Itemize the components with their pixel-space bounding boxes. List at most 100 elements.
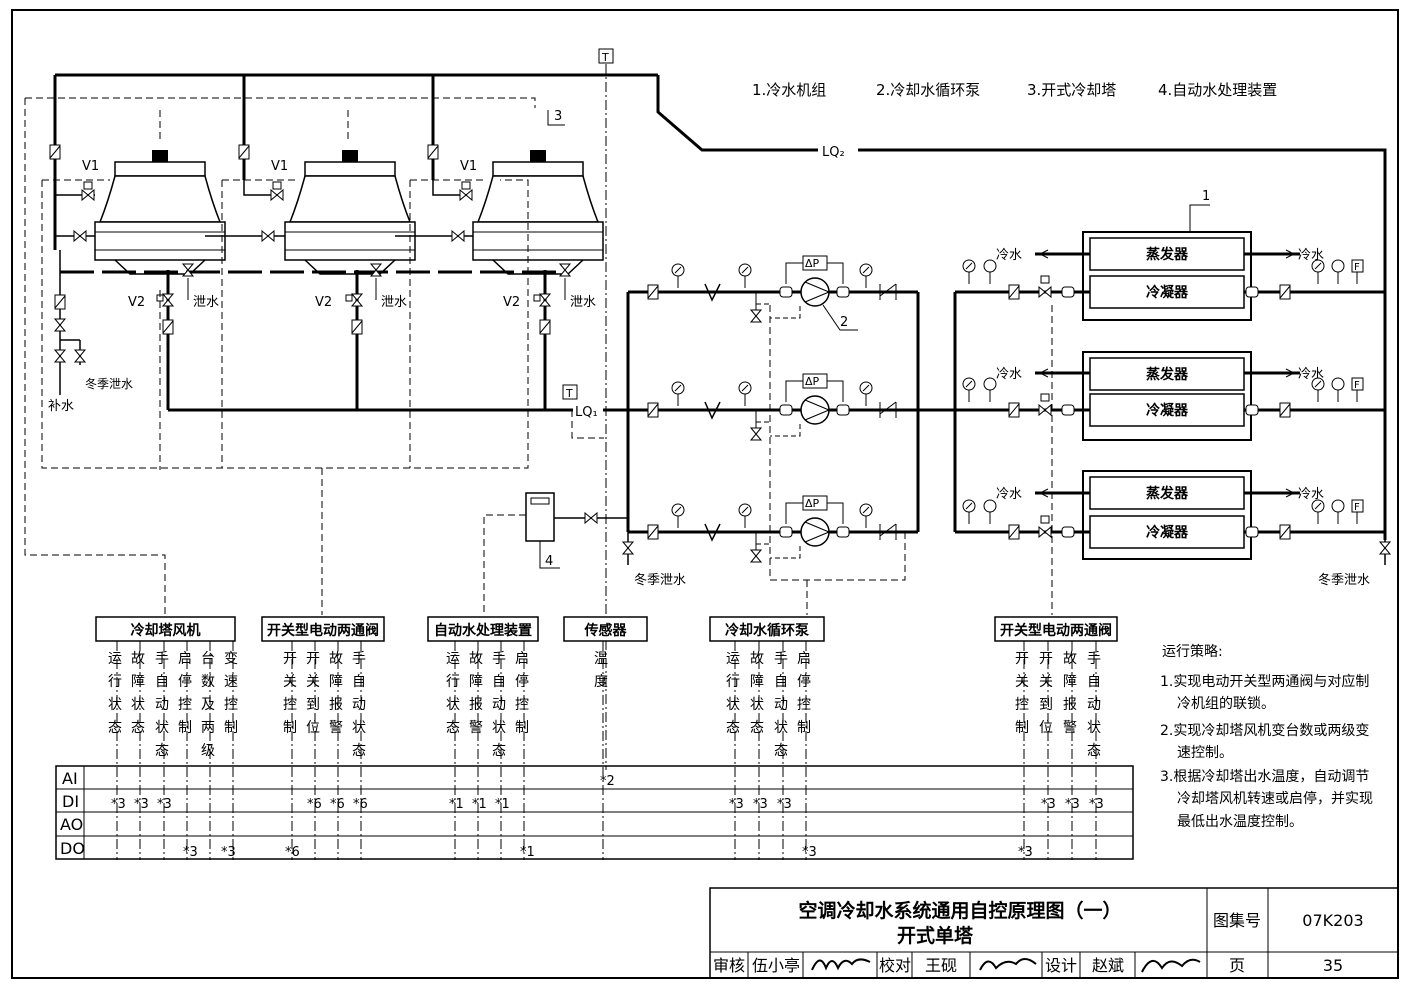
io-count: *2	[600, 774, 615, 789]
cold-water-label: 冷水	[996, 487, 1022, 502]
signal-char: 关	[283, 674, 297, 690]
drain-label: 泄水	[381, 295, 407, 310]
v1-label: V1	[82, 159, 99, 174]
signal-char: 障	[1063, 674, 1077, 690]
strategy-title: 运行策略:	[1162, 643, 1223, 660]
signal-char: 制	[515, 720, 529, 736]
signal-char: 状	[492, 720, 506, 736]
signal-char: 制	[224, 720, 238, 736]
signal-char: 警	[329, 720, 343, 736]
io-count: *3	[1041, 797, 1056, 812]
chiller-rows: 蒸发器冷凝器冷水冷水F蒸发器冷凝器冷水冷水F蒸发器冷凝器冷水冷水F	[955, 231, 1385, 560]
page-number: 35	[1323, 956, 1343, 975]
strategy-line: 2.实现冷却塔风机变台数或两级变	[1160, 723, 1369, 739]
title-block: 空调冷却水系统通用自控原理图（一） 开式单塔 图集号 07K203 审核 伍小亭…	[713, 899, 1364, 975]
signal-char: 状	[726, 697, 740, 713]
cooling-tower-2	[284, 149, 416, 275]
evaporator-label: 蒸发器	[1146, 246, 1189, 263]
signal-char: 报	[329, 697, 343, 713]
signal-char: 开	[283, 651, 297, 667]
condenser-label: 冷凝器	[1146, 402, 1189, 419]
io-row-label: DI	[62, 792, 79, 811]
signal-char: 行	[446, 674, 460, 690]
io-count: *3	[221, 845, 236, 860]
signal-char: 障	[469, 674, 483, 690]
signal-char: 障	[131, 674, 145, 690]
signal-char: 动	[492, 697, 506, 713]
signal-char: 速	[224, 674, 238, 690]
signal-char: 手	[774, 651, 788, 667]
control-group-title: 开关型电动两通阀	[1000, 622, 1112, 639]
lq1-label: LQ₁	[575, 405, 598, 420]
strategy-line: 冷却塔风机转速或启停，并实现	[1177, 790, 1373, 807]
io-count: *6	[353, 797, 368, 812]
io-counts: *2*3*3*3*6*6*6*1*1*1*3*3*3*3*3*3*3*3*6*1…	[111, 774, 1104, 860]
signal-char: 启	[178, 651, 192, 667]
signal-char: 手	[1087, 651, 1101, 667]
signal-char: 制	[283, 720, 297, 736]
signal-char: 启	[515, 651, 529, 667]
signal-char: 控	[1015, 697, 1029, 713]
signal-char: 位	[1039, 720, 1053, 736]
drawing-subtitle: 开式单塔	[897, 924, 974, 947]
atlas-label: 图集号	[1213, 911, 1261, 930]
signal-char: 动	[352, 697, 366, 713]
checker-name: 王砚	[925, 956, 957, 975]
dp-label: ΔP	[805, 257, 820, 270]
signal-char: 制	[797, 720, 811, 736]
io-count: *3	[777, 797, 792, 812]
v2-label: V2	[315, 295, 332, 310]
io-count: *3	[802, 845, 817, 860]
signal-char: 态	[774, 743, 788, 759]
signal-char: 警	[1063, 720, 1077, 736]
signal-char: 数	[201, 674, 215, 690]
winter-drain-label: 冬季泄水	[85, 376, 133, 391]
signal-char: 行	[726, 674, 740, 690]
signal-char: 控	[797, 697, 811, 713]
signal-char: 障	[329, 674, 343, 690]
io-count: *3	[183, 845, 198, 860]
makeup-label: 补水	[48, 399, 74, 414]
control-groups: 冷却塔风机运行状态故障状态手自动状态启停控制台数及两级变速控制开关型电动两通阀开…	[95, 616, 1118, 860]
signal-char: 态	[131, 720, 145, 736]
gauge-tag: F	[1354, 380, 1360, 391]
control-group-title: 冷却水循环泵	[725, 622, 809, 639]
circulation-pump	[800, 517, 830, 547]
signal-char: 障	[750, 674, 764, 690]
legend-item: 2.冷却水循环泵	[876, 81, 980, 99]
signal-char: 启	[797, 651, 811, 667]
strategy-line: 1.实现电动开关型两通阀与对应制	[1160, 673, 1369, 690]
callout-1: 1	[1202, 189, 1210, 204]
io-table: AI DI AO DO	[60, 769, 85, 858]
signal-char: 故	[469, 651, 483, 667]
signal-char: 状	[108, 697, 122, 713]
signal-char: 故	[329, 651, 343, 667]
signal-char: 故	[131, 651, 145, 667]
io-count: *3	[157, 797, 172, 812]
temp-sensor-tag: T	[601, 51, 609, 64]
signal-char: 控	[178, 697, 192, 713]
cooling-tower-1	[94, 149, 226, 275]
signal-char: 报	[1063, 697, 1077, 713]
signal-char: 到	[306, 697, 320, 713]
signal-char: 开	[306, 651, 320, 667]
control-group-title: 冷却塔风机	[131, 622, 201, 639]
legend-item: 4.自动水处理装置	[1158, 81, 1277, 99]
io-count: *6	[307, 797, 322, 812]
review-label: 审核	[713, 956, 745, 975]
signal-char: 故	[750, 651, 764, 667]
signal-char: 到	[1039, 697, 1053, 713]
legend-item: 3.开式冷却塔	[1027, 81, 1116, 99]
gauge-tag: F	[1354, 262, 1360, 273]
io-count: *1	[520, 845, 535, 860]
circulation-pump	[800, 395, 830, 425]
callout-3: 3	[554, 109, 562, 124]
signal-char: 自	[774, 674, 788, 690]
io-row-label: AI	[62, 769, 78, 788]
signal-char: 停	[797, 673, 811, 690]
condenser-label: 冷凝器	[1146, 284, 1189, 301]
v2-label: V2	[128, 295, 145, 310]
evaporator-label: 蒸发器	[1146, 366, 1189, 383]
signal-char: 动	[774, 697, 788, 713]
